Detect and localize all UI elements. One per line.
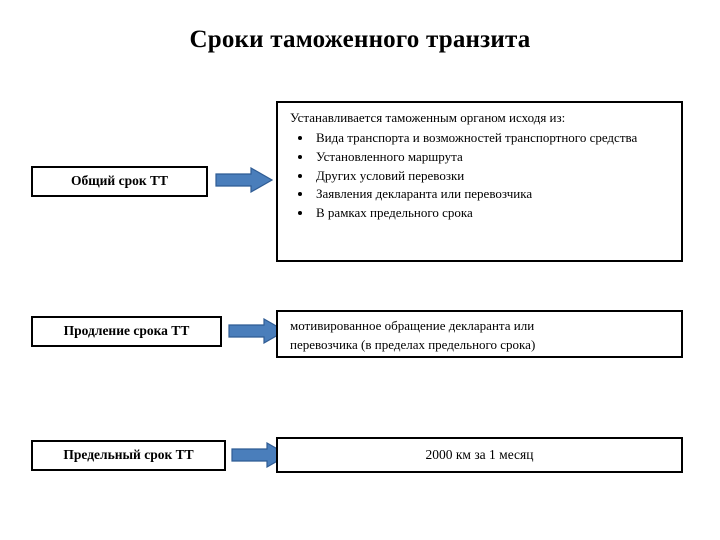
list-item-text: Заявления декларанта или перевозчика — [316, 186, 533, 202]
list-item-text: Установленного маршрута — [316, 148, 463, 164]
content-value-text: 2000 км за 1 месяц — [425, 447, 534, 463]
content-box-prodlenie-sroka: мотивированное обращение декларанта или … — [276, 310, 683, 358]
label-box-text: Продление срока ТТ — [63, 323, 190, 339]
list-item-text: Других условий перевозки — [316, 167, 465, 183]
list-item-text: Вида транспорта и возможностей транспорт… — [316, 129, 638, 145]
list-item: Вида транспорта и возможностей транспорт… — [286, 129, 673, 148]
list-item: В рамках предельного срока — [286, 204, 673, 223]
list-item: Установленного маршрута — [286, 148, 673, 167]
content-box-obshchiy-srok: Устанавливается таможенным органом исход… — [276, 101, 683, 262]
content-line: перевозчика (в пределах предельного срок… — [290, 336, 536, 352]
content-bullet-list: Вида транспорта и возможностей транспорт… — [286, 129, 673, 223]
label-box-predelnyy-srok[interactable]: Предельный срок ТТ — [31, 440, 226, 471]
bullet-icon — [298, 211, 302, 216]
bullet-icon — [298, 173, 302, 178]
right-arrow-icon — [228, 318, 286, 344]
right-arrow-icon — [215, 167, 273, 193]
label-box-obshchiy-srok[interactable]: Общий срок ТТ — [31, 166, 208, 197]
label-box-prodlenie-sroka[interactable]: Продление срока ТТ — [31, 316, 222, 347]
content-intro-text: Устанавливается таможенным органом исход… — [290, 110, 566, 125]
label-box-text: Предельный срок ТТ — [63, 447, 194, 463]
label-box-text: Общий срок ТТ — [71, 173, 168, 189]
page-title: Сроки таможенного транзита — [189, 26, 531, 53]
bullet-icon — [298, 192, 302, 197]
content-line: мотивированное обращение декларанта или — [290, 318, 535, 333]
list-item: Других условий перевозки — [286, 167, 673, 186]
bullet-icon — [298, 154, 302, 159]
bullet-icon — [298, 135, 302, 140]
list-item-text: В рамках предельного срока — [316, 205, 473, 221]
content-box-predelnyy-srok: 2000 км за 1 месяц — [276, 437, 683, 473]
list-item: Заявления декларанта или перевозчика — [286, 185, 673, 204]
